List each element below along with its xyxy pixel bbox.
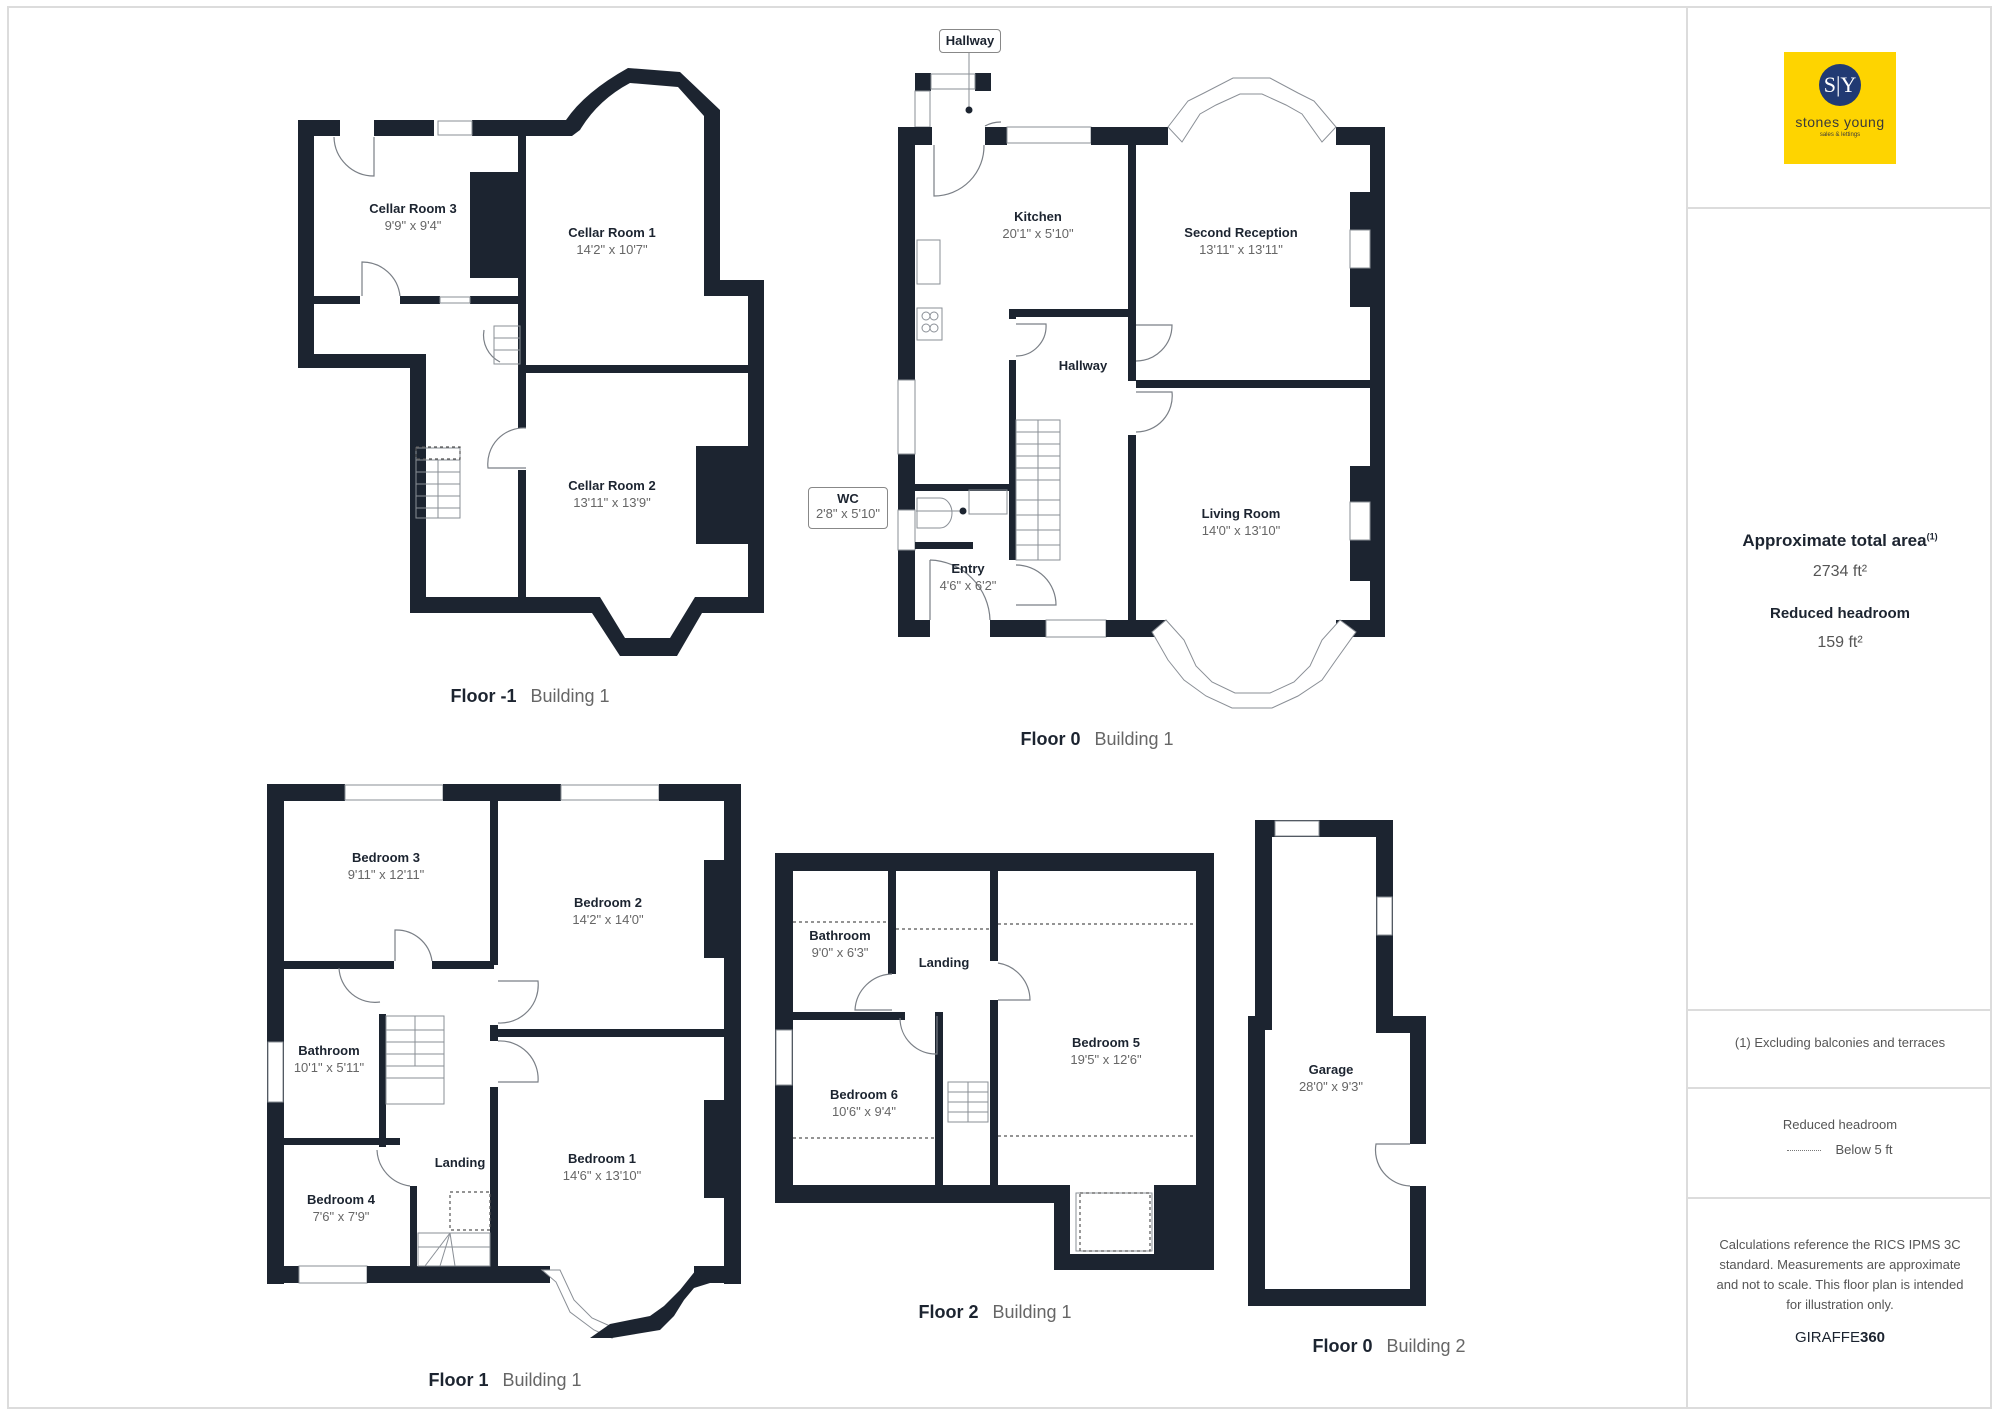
floor-name: Floor 1	[428, 1370, 489, 1390]
total-area-title: Approximate total area(1)	[1742, 531, 1938, 550]
room-entry-name: Entry	[951, 561, 985, 576]
room-garage-dims: 28'0" x 9'3"	[1299, 1079, 1363, 1094]
page-frame	[7, 6, 1992, 1409]
building-name: Building 1	[502, 1370, 582, 1390]
logo-initials: S|Y	[1819, 64, 1861, 106]
callout-hallway-name: Hallway	[945, 33, 995, 48]
logo-tagline: sales & lettings	[1819, 132, 1861, 138]
reduced-headroom-title: Reduced headroom	[1769, 605, 1911, 622]
floor-0-building-2-plan: Garage 28'0" x 9'3"	[1248, 820, 1426, 1306]
footnote-section: (1) Excluding balconies and terraces	[1688, 1011, 1992, 1089]
room-bedroom-2-dims: 14'2" x 14'0"	[572, 912, 644, 927]
disclaimer-text: Calculations reference the RICS IPMS 3C …	[1716, 1237, 1964, 1312]
room-bathroom-f1-dims: 10'1" x 5'11"	[294, 1060, 365, 1075]
logo-name: stones young	[1795, 114, 1885, 130]
room-bathroom-f2-dims: 9'0" x 6'3"	[812, 945, 869, 960]
room-bedroom-3-name: Bedroom 3	[352, 850, 420, 865]
floor-label-1: Floor 1 Building 1	[428, 1370, 581, 1391]
room-bedroom-4-name: Bedroom 4	[307, 1192, 376, 1207]
floor-label-0-b2: Floor 0 Building 2	[1312, 1336, 1465, 1357]
room-entry-dims: 4'6" x 6'2"	[940, 578, 997, 593]
logo-section: S|Y stones young sales & lettings	[1688, 6, 1992, 209]
info-sidebar: S|Y stones young sales & lettings Approx…	[1686, 6, 1992, 1409]
room-second-reception-dims: 13'11" x 13'11"	[1199, 242, 1283, 257]
room-cellar-room-1-name: Cellar Room 1	[568, 225, 655, 240]
room-cellar-room-1-dims: 14'2" x 10'7"	[576, 242, 648, 257]
room-cellar-room-3-name: Cellar Room 3	[369, 201, 456, 216]
room-cellar-room-2-dims: 13'11" x 13'9"	[573, 495, 651, 510]
dotted-line-icon	[1787, 1150, 1822, 1152]
floor-label-2: Floor 2 Building 1	[918, 1302, 1071, 1323]
floor-name: Floor 2	[918, 1302, 979, 1322]
brand-logo: S|Y stones young sales & lettings	[1784, 52, 1896, 164]
room-bedroom-2-name: Bedroom 2	[574, 895, 642, 910]
callout-wc: WC 2'8" x 5'10"	[808, 487, 888, 529]
footnote-text: (1) Excluding balconies and terraces	[1734, 1035, 1946, 1050]
room-bedroom-1-name: Bedroom 1	[568, 1151, 636, 1166]
legend-label: Below 5 ft	[1835, 1142, 1893, 1157]
room-bathroom-f2-name: Bathroom	[809, 928, 870, 943]
callout-wc-name: WC	[837, 491, 859, 506]
reduced-headroom-value: 159 ft²	[1817, 634, 1863, 651]
room-cellar-room-2-name: Cellar Room 2	[568, 478, 655, 493]
callout-hallway: Hallway	[939, 29, 1001, 53]
legend-title: Reduced headroom	[1782, 1117, 1898, 1132]
floor-label-0-b1: Floor 0 Building 1	[1020, 729, 1173, 750]
floor-1-plan: Bedroom 3 9'11" x 12'11" Bedroom 2 14'2"…	[267, 784, 741, 1339]
total-area-value: 2734 ft²	[1812, 563, 1868, 580]
floor-label-minus1: Floor -1 Building 1	[450, 686, 609, 707]
giraffe360-brand: GIRAFFE360	[1794, 1329, 1886, 1346]
room-living-room-dims: 14'0" x 13'10"	[1202, 523, 1281, 538]
floor-0-building-1-plan: Kitchen 20'1" x 5'10" Second Reception 1…	[897, 36, 1385, 709]
room-bedroom-6-name: Bedroom 6	[830, 1087, 898, 1102]
callout-wc-dims: 2'8" x 5'10"	[815, 506, 881, 521]
room-hallway-name: Hallway	[1059, 358, 1108, 373]
room-kitchen-dims: 20'1" x 5'10"	[1002, 226, 1074, 241]
room-living-room-name: Living Room	[1202, 506, 1281, 521]
room-bathroom-f1-name: Bathroom	[298, 1043, 359, 1058]
room-cellar-room-3-dims: 9'9" x 9'4"	[385, 218, 442, 233]
floor-2-plan: Bathroom 9'0" x 6'3" Landing Bedroom 5 1…	[775, 853, 1214, 1270]
building-name: Building 1	[1094, 729, 1174, 749]
disclaimer-section: Calculations reference the RICS IPMS 3C …	[1688, 1199, 1992, 1409]
room-landing-f1-name: Landing	[435, 1155, 486, 1170]
building-name: Building 1	[992, 1302, 1072, 1322]
room-landing-f2-name: Landing	[919, 955, 970, 970]
area-section: Approximate total area(1) 2734 ft² Reduc…	[1688, 209, 1992, 1011]
room-bedroom-1-dims: 14'6" x 13'10"	[563, 1168, 642, 1183]
building-name: Building 2	[1386, 1336, 1466, 1356]
room-bedroom-3-dims: 9'11" x 12'11"	[348, 867, 425, 882]
room-garage-name: Garage	[1309, 1062, 1354, 1077]
floor-name: Floor -1	[450, 686, 517, 706]
floor-name: Floor 0	[1020, 729, 1081, 749]
floor-minus1-plan: Cellar Room 3 9'9" x 9'4" Cellar Room 1 …	[298, 68, 764, 656]
room-bedroom-4-dims: 7'6" x 7'9"	[313, 1209, 370, 1224]
legend-section: Reduced headroom Below 5 ft	[1688, 1089, 1992, 1199]
room-bedroom-5-dims: 19'5" x 12'6"	[1070, 1052, 1142, 1067]
room-bedroom-6-dims: 10'6" x 9'4"	[832, 1104, 896, 1119]
floor-name: Floor 0	[1312, 1336, 1373, 1356]
floor-plans: .w { fill:#1c2430; } .win { fill:#ffffff…	[267, 36, 1426, 1339]
room-kitchen-name: Kitchen	[1014, 209, 1062, 224]
building-name: Building 1	[530, 686, 610, 706]
room-second-reception-name: Second Reception	[1184, 225, 1297, 240]
legend-item: Below 5 ft	[1688, 1142, 1992, 1157]
room-bedroom-5-name: Bedroom 5	[1072, 1035, 1140, 1050]
